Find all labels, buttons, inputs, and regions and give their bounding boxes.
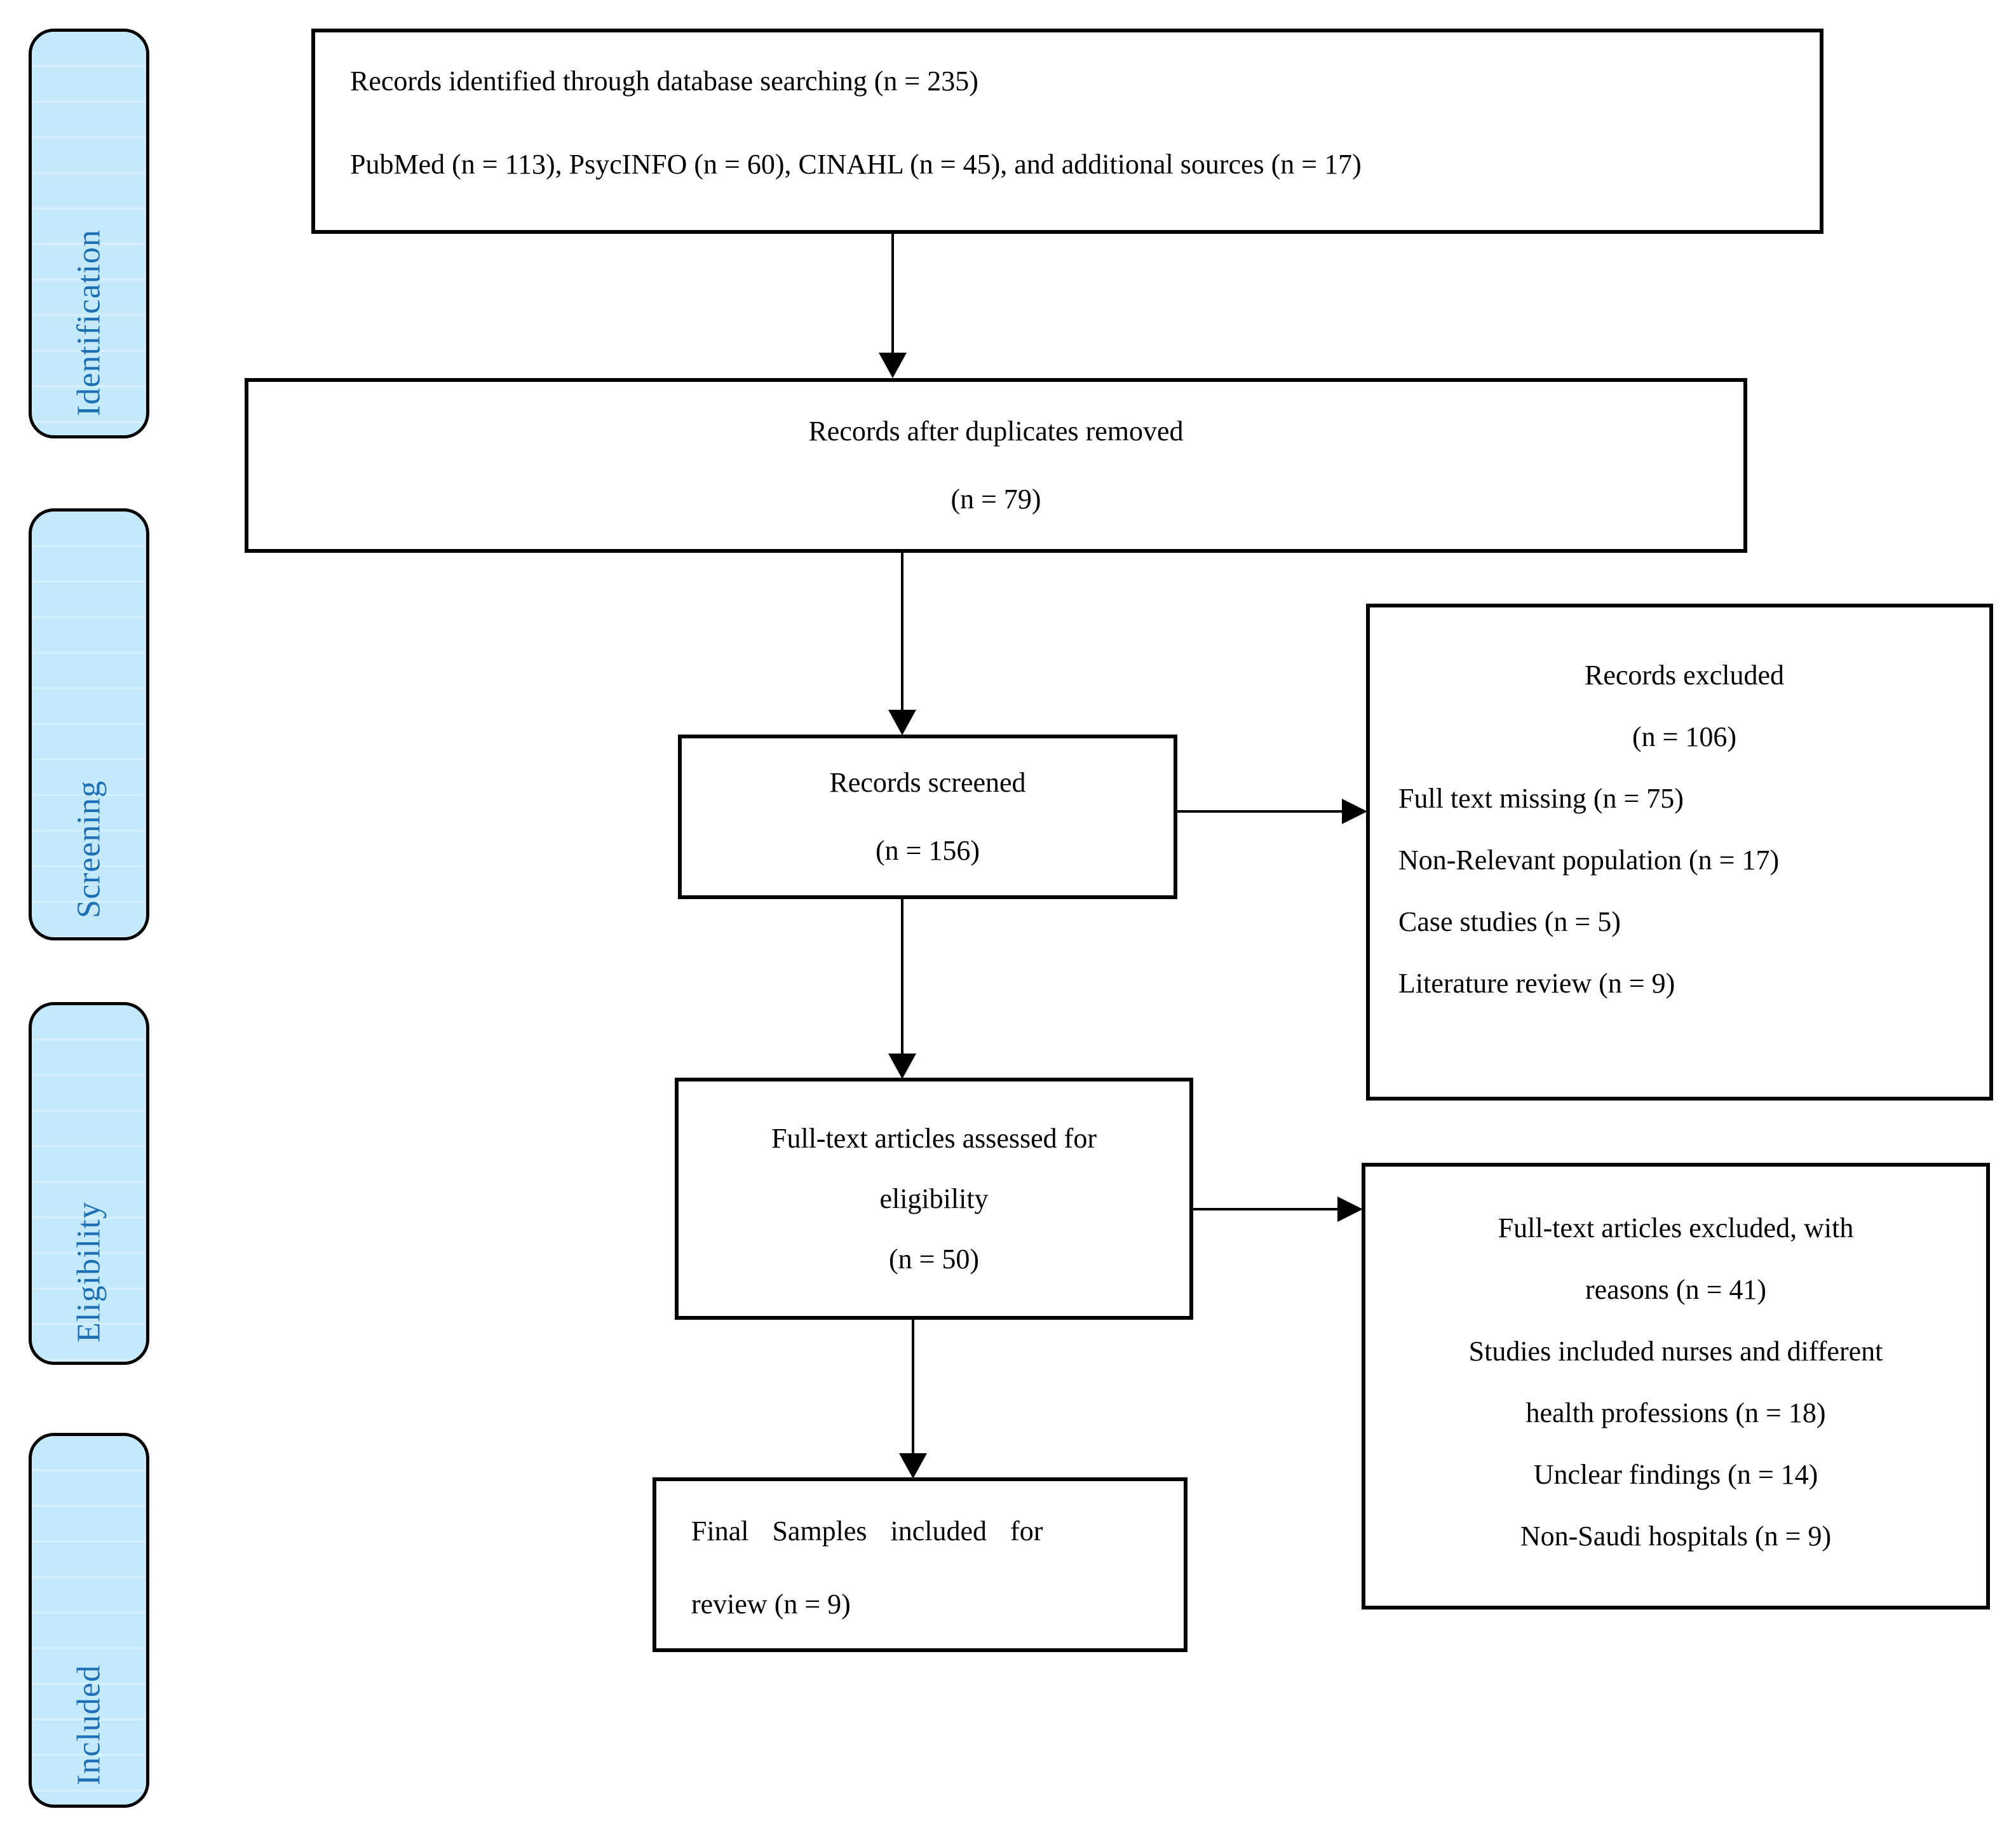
arrow-right-2-head — [1337, 1196, 1363, 1222]
duplicates-removed-line: Records after duplicates removed — [808, 415, 1184, 447]
arrow-right-1-line — [1177, 810, 1343, 813]
arrow-down-3-head — [888, 1054, 916, 1079]
final-included-count: review (n = 9) — [691, 1588, 851, 1620]
ft-excluded-reason-mixed-professions-2: health professions (n = 18) — [1526, 1397, 1826, 1428]
stage-screening: Screening — [29, 508, 149, 940]
fulltext-excluded-title: Full-text articles excluded, with — [1498, 1212, 1854, 1244]
records-excluded-count: (n = 106) — [1632, 721, 1737, 752]
stage-included-label: Included — [71, 1665, 107, 1786]
stage-identification: Identification — [29, 29, 149, 438]
ft-excluded-reason-unclear-findings: Unclear findings (n = 14) — [1533, 1459, 1818, 1490]
final-included-line: Final Samples included for — [691, 1515, 1043, 1547]
arrow-right-2-line — [1193, 1208, 1337, 1210]
excluded-reason-full-text-missing: Full text missing (n = 75) — [1398, 783, 1684, 814]
excluded-reason-non-relevant-population: Non-Relevant population (n = 17) — [1398, 844, 1780, 876]
arrow-down-3-line — [901, 899, 903, 1054]
box-records-identified: Records identified through database sear… — [311, 29, 1823, 234]
fulltext-assessed-eligibility: eligibility — [879, 1183, 989, 1214]
box-final-included: Final Samples included for review (n = 9… — [653, 1477, 1187, 1652]
arrow-right-1-head — [1342, 799, 1367, 824]
arrow-down-1-head — [879, 353, 907, 378]
records-identified-line: Records identified through database sear… — [350, 65, 978, 97]
ft-excluded-reason-mixed-professions: Studies included nurses and different — [1468, 1336, 1883, 1367]
records-excluded-title: Records excluded — [1585, 660, 1784, 691]
stage-screening-label: Screening — [71, 780, 107, 918]
duplicates-removed-count: (n = 79) — [950, 483, 1041, 515]
stage-included: Included — [29, 1433, 149, 1808]
arrow-down-4-head — [899, 1453, 927, 1479]
arrow-down-2-line — [901, 553, 903, 710]
box-duplicates-removed: Records after duplicates removed (n = 79… — [245, 378, 1747, 553]
stage-eligibility-label: Eligibility — [71, 1202, 107, 1343]
excluded-reason-case-studies: Case studies (n = 5) — [1398, 906, 1621, 937]
arrow-down-2-head — [888, 710, 916, 735]
box-records-excluded: Records excluded (n = 106) Full text mis… — [1366, 604, 1993, 1101]
stage-eligibility: Eligibility — [29, 1002, 149, 1365]
fulltext-assessed-line: Full-text articles assessed for — [771, 1123, 1097, 1154]
fulltext-excluded-count: reasons (n = 41) — [1585, 1274, 1767, 1305]
box-records-screened: Records screened (n = 156) — [678, 735, 1177, 899]
arrow-down-1-line — [891, 234, 894, 354]
records-screened-count: (n = 156) — [875, 834, 980, 866]
stage-identification-label: Identification — [71, 229, 107, 416]
excluded-reason-literature-review: Literature review (n = 9) — [1398, 968, 1675, 999]
box-fulltext-assessed: Full-text articles assessed for eligibil… — [675, 1078, 1193, 1320]
arrow-down-4-line — [912, 1320, 914, 1453]
records-screened-line: Records screened — [829, 766, 1026, 798]
records-identified-sources-line: PubMed (n = 113), PsycINFO (n = 60), CIN… — [350, 148, 1362, 180]
fulltext-assessed-count: (n = 50) — [888, 1244, 980, 1275]
box-fulltext-excluded: Full-text articles excluded, with reason… — [1362, 1163, 1990, 1610]
ft-excluded-reason-non-saudi-hospitals: Non-Saudi hospitals (n = 9) — [1520, 1521, 1832, 1552]
